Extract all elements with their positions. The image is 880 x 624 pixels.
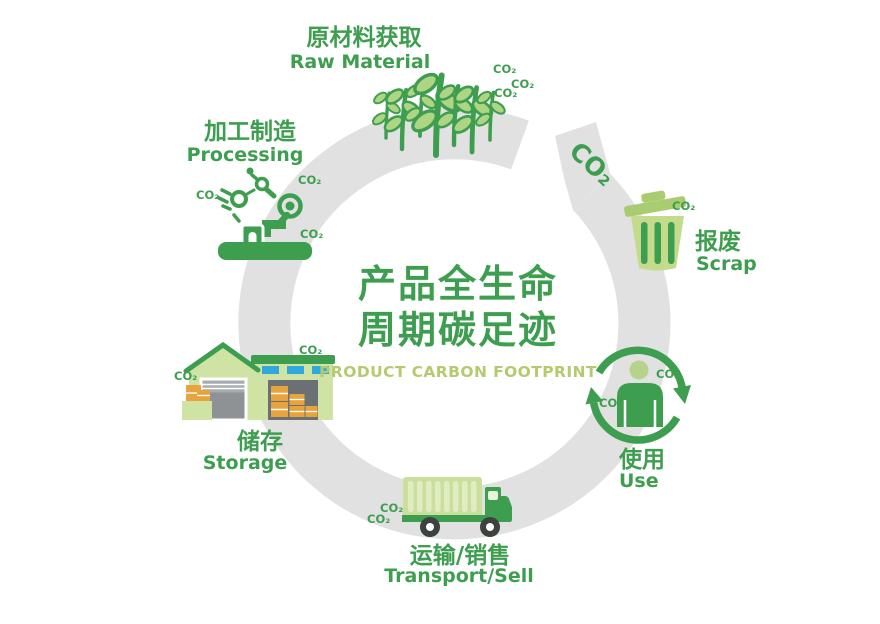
warehouse-roof [251,355,335,364]
robot-arm-icon [217,167,312,260]
co2-badge: CO₂ [493,62,517,76]
cycle-arc-top [595,346,686,388]
label-use-zh: 使用 [619,447,665,473]
co2-badge: CO₂ [300,227,324,241]
co2-badge: CO₂ [299,343,323,357]
machine-base [218,242,312,260]
person-body [617,383,663,427]
warehouse-icon [182,341,335,422]
roof-edge [183,341,261,374]
co2-badge: CO₂ [599,396,623,410]
truck-icon [402,477,512,537]
co2-arrow-body [564,122,611,210]
person-head [629,360,649,380]
center-title: 产品全生命 周期碳足迹 PRODUCT CARBON FOOTPRINT [319,261,597,381]
label-processing-en: Processing [186,144,304,166]
cycle-arc-bottom [590,402,681,444]
co2-badge: CO₂ [494,86,518,100]
label-transport-en: Transport/Sell [384,565,534,587]
co2-arrow-head-icon [555,122,596,178]
label-storage-zh: 储存 [237,429,283,455]
window [262,366,279,374]
label-raw-material-zh: 原材料获取 [306,25,422,51]
co2-badge: CO₂ [380,501,404,515]
label-scrap-zh: 报废 [695,229,741,255]
co2-badge: CO₂ [511,77,535,91]
ring-arc [238,107,671,540]
gripper [262,220,286,237]
arrowhead-down [673,385,691,404]
window [287,366,304,374]
gable [189,345,257,369]
title-line2: 周期碳足迹 [357,308,558,353]
co2-badge: CO₂ [367,512,391,526]
trash-can-icon [624,190,687,271]
label-processing-zh: 加工制造 [204,119,296,145]
person-cycle-icon [585,346,691,444]
title-subtitle: PRODUCT CARBON FOOTPRINT [319,362,597,381]
trash-lid [624,190,687,217]
label-storage-en: Storage [202,452,288,474]
label-transport-zh: 运输/销售 [409,543,511,569]
label-use-en: Use [619,470,659,492]
cargo-box [403,477,482,517]
label-raw-material-en: Raw Material [289,51,431,73]
co2-badge: CO₂ [174,369,198,383]
boxes [271,386,318,417]
chassis [402,515,508,522]
annex [182,401,212,420]
co2-badge: CO₂ [196,188,220,202]
label-scrap-en: Scrap [696,253,757,275]
cab-window [488,491,498,500]
co2-badge: CO₂ [656,367,680,381]
co2-badge: CO₂ [672,199,696,213]
co2-badge: CO₂ [298,173,322,187]
arrowhead-up [585,387,603,405]
window [312,366,329,374]
title-line1: 产品全生命 [357,262,558,306]
